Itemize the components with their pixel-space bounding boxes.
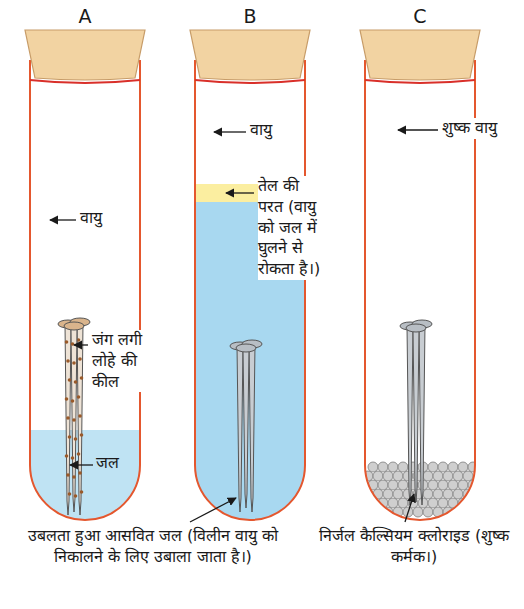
cork	[190, 30, 310, 80]
tube-letter: B	[238, 4, 262, 29]
iron-nail	[406, 324, 426, 502]
rusty-nail	[64, 322, 84, 512]
air-arrow	[50, 219, 76, 220]
cork	[25, 30, 145, 80]
cork	[360, 30, 480, 80]
iron-nail	[236, 344, 256, 508]
water-label: जल	[96, 453, 136, 474]
iron-nail	[242, 340, 262, 512]
desiccant-leader	[405, 494, 414, 522]
air-label: वायु	[80, 208, 125, 229]
rusty-nail	[70, 318, 90, 515]
test-tube	[195, 60, 305, 520]
iron-nail	[400, 322, 420, 505]
tube-letter: C	[408, 4, 432, 29]
oil-label: तेल की परत (वायु को जल में घुलने से रोकत…	[258, 176, 326, 280]
test-tube	[30, 60, 140, 520]
rusty-nail	[58, 320, 78, 515]
tube-letter: A	[73, 4, 97, 29]
air-arrow	[398, 129, 438, 130]
water-leader	[190, 498, 236, 522]
rust-nail-label: जंग लगी लोहे की कील	[92, 330, 158, 392]
air-label: वायु	[250, 120, 295, 141]
dry-air-label: शुष्क वायु	[442, 118, 502, 139]
desiccant-label: निर्जल कैल्सियम क्लोराइड (शुष्क कर्मक।)	[312, 526, 516, 568]
boiled-water-label: उबलता हुआ आसवित जल (विलीन वायु को निकालन…	[8, 526, 298, 568]
iron-nail	[230, 342, 250, 512]
water-arrow	[70, 464, 93, 465]
iron-nail	[412, 320, 432, 505]
oil-arrow	[226, 192, 254, 193]
air-arrow	[214, 131, 246, 132]
rust-arrow	[74, 344, 88, 345]
